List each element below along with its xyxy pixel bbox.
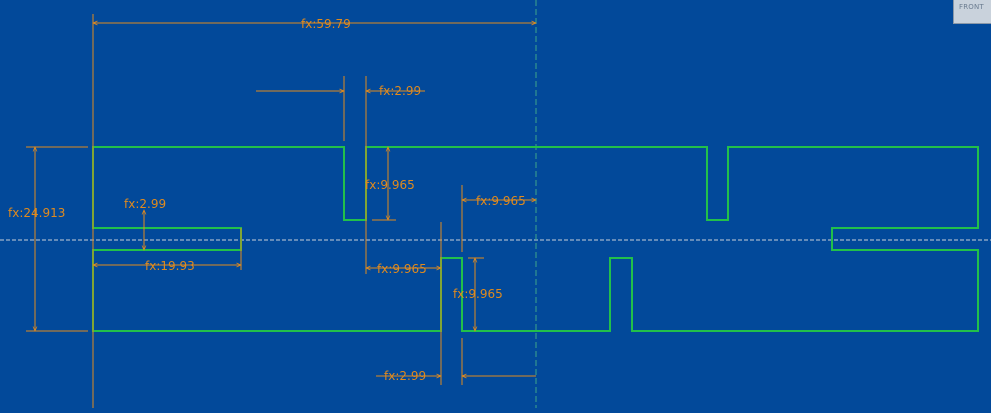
dim-left-step-length[interactable]: fx:19.93 [145,259,195,273]
dim-slot-top-depth[interactable]: fx:9.965 [365,178,415,192]
dim-slot-bottom-width[interactable]: fx:2.99 [384,369,426,383]
dim-overall-height[interactable]: fx:24.913 [8,206,65,220]
dim-slot-top-width[interactable]: fx:2.99 [379,84,421,98]
view-cube[interactable]: FRONT [953,0,991,24]
dim-overall-width[interactable]: fx:59.79 [301,17,351,31]
dimensions [26,14,537,408]
dim-slot-bottom-offset[interactable]: fx:9.965 [377,262,427,276]
dim-step-offset-top[interactable]: fx:9.965 [476,194,526,208]
view-cube-label: FRONT [959,3,984,11]
dim-gap-thickness[interactable]: fx:2.99 [124,197,166,211]
dim-slot-bottom-depth[interactable]: fx:9.965 [453,287,503,301]
